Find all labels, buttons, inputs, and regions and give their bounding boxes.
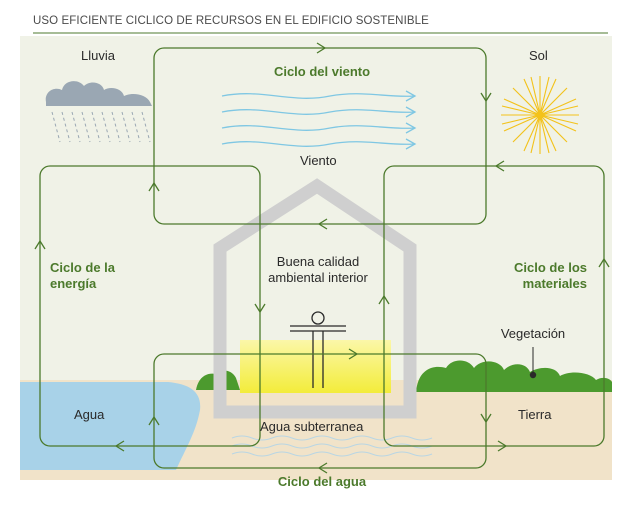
indoor-glow bbox=[240, 340, 391, 393]
person-icon bbox=[290, 311, 346, 388]
water-cycle-label: Ciclo del agua bbox=[278, 474, 367, 489]
water-body bbox=[20, 382, 201, 470]
diagram-title: USO EFICIENTE CICLICO DE RECURSOS EN EL … bbox=[33, 15, 429, 27]
house-icon bbox=[213, 178, 417, 419]
vegetation-label: Vegetación bbox=[501, 326, 565, 341]
wind-label: Viento bbox=[300, 153, 337, 168]
water-label: Agua bbox=[74, 407, 105, 422]
indoor-quality-label-line2: ambiental interior bbox=[268, 270, 368, 285]
energy-cycle-label-line2: energía bbox=[50, 276, 97, 291]
wind-lines-icon bbox=[221, 90, 417, 150]
materials-cycle-label-line1: Ciclo de los bbox=[514, 260, 587, 275]
energy-cycle-loop bbox=[39, 165, 261, 447]
sun-icon bbox=[501, 76, 579, 154]
energy-cycle-label-line1: Ciclo de la bbox=[50, 260, 116, 275]
materials-cycle-loop bbox=[383, 165, 605, 447]
cycle-arrows bbox=[34, 42, 610, 474]
water-waves-icon bbox=[231, 435, 433, 457]
rain-cloud-icon bbox=[45, 81, 152, 143]
materials-cycle-label-line2: materiales bbox=[523, 276, 587, 291]
earth-label: Tierra bbox=[518, 407, 552, 422]
vegetation-marker bbox=[529, 347, 537, 379]
groundwater-label: Agua subterranea bbox=[260, 419, 364, 434]
wind-cycle-label: Ciclo del viento bbox=[274, 64, 370, 79]
sun-label: Sol bbox=[529, 48, 548, 63]
rain-label: Lluvia bbox=[81, 48, 116, 63]
indoor-quality-label-line1: Buena calidad bbox=[277, 254, 359, 269]
